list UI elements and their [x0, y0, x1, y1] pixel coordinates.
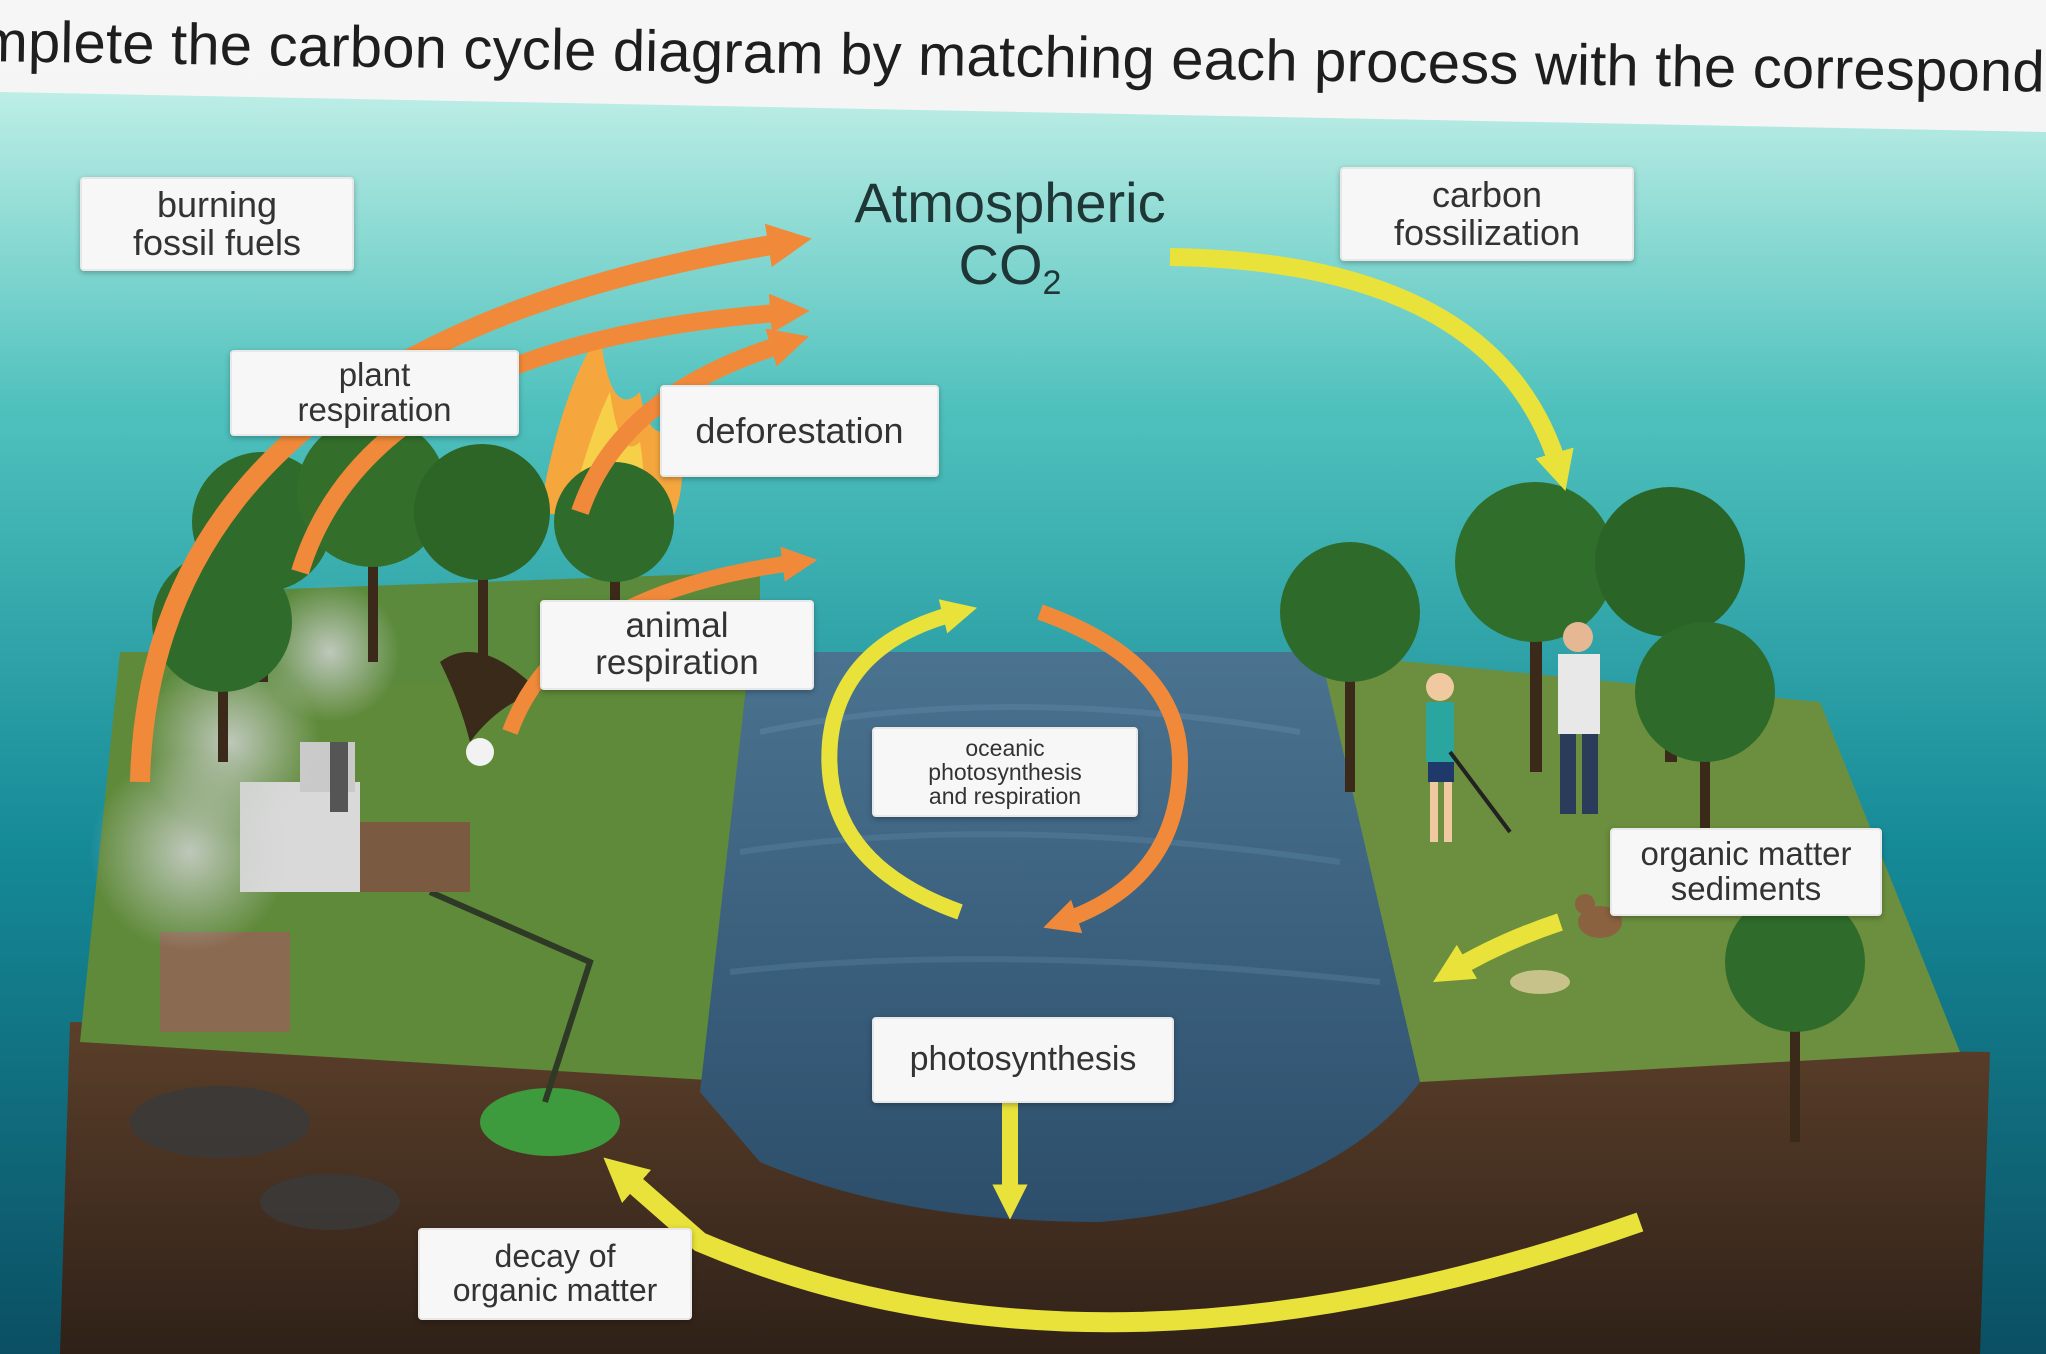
label-oceanic-photosynthesis-and-respiration[interactable]: oceanic photosynthesis and respiration	[872, 727, 1138, 817]
arrow-oceanic-yellow	[821, 599, 978, 920]
eagle	[440, 652, 540, 766]
label-animal-respiration[interactable]: animal respiration	[540, 600, 814, 690]
person-woman-metal-detector	[1426, 673, 1512, 842]
arrow-carbon-fossilization	[1169, 248, 1574, 492]
atmospheric-text: Atmospheric	[854, 171, 1166, 234]
atmospheric-co2-title: Atmospheric CO2	[820, 172, 1200, 302]
label-deforestation[interactable]: deforestation	[660, 385, 939, 477]
lizard	[1510, 970, 1570, 994]
coal-deposit	[130, 1086, 310, 1158]
arrow-deforestation	[571, 328, 809, 515]
carbon-cycle-diagram: Atmospheric CO2 burning fossil fuels pla…	[0, 92, 2046, 1354]
arrow-organic-matter-sediments	[1433, 913, 1563, 983]
label-photosynthesis[interactable]: photosynthesis	[872, 1017, 1174, 1103]
label-decay-of-organic-matter[interactable]: decay of organic matter	[418, 1228, 692, 1320]
label-plant-respiration[interactable]: plant respiration	[230, 350, 519, 436]
person-man	[1558, 622, 1600, 814]
oil-mound	[480, 1088, 620, 1156]
label-organic-matter-sediments[interactable]: organic matter sediments	[1610, 828, 1882, 916]
co2-text: CO2	[820, 232, 1200, 302]
label-burning-fossil-fuels[interactable]: burning fossil fuels	[80, 177, 354, 271]
right-trees	[1280, 482, 1865, 1142]
co2-subscript: 2	[1042, 263, 1062, 302]
label-carbon-fossilization[interactable]: carbon fossilization	[1340, 167, 1634, 261]
arrow-decay-of-organic-matter	[603, 1157, 1644, 1333]
co-text: CO	[958, 232, 1043, 296]
arrow-oceanic-orange	[1037, 604, 1189, 934]
